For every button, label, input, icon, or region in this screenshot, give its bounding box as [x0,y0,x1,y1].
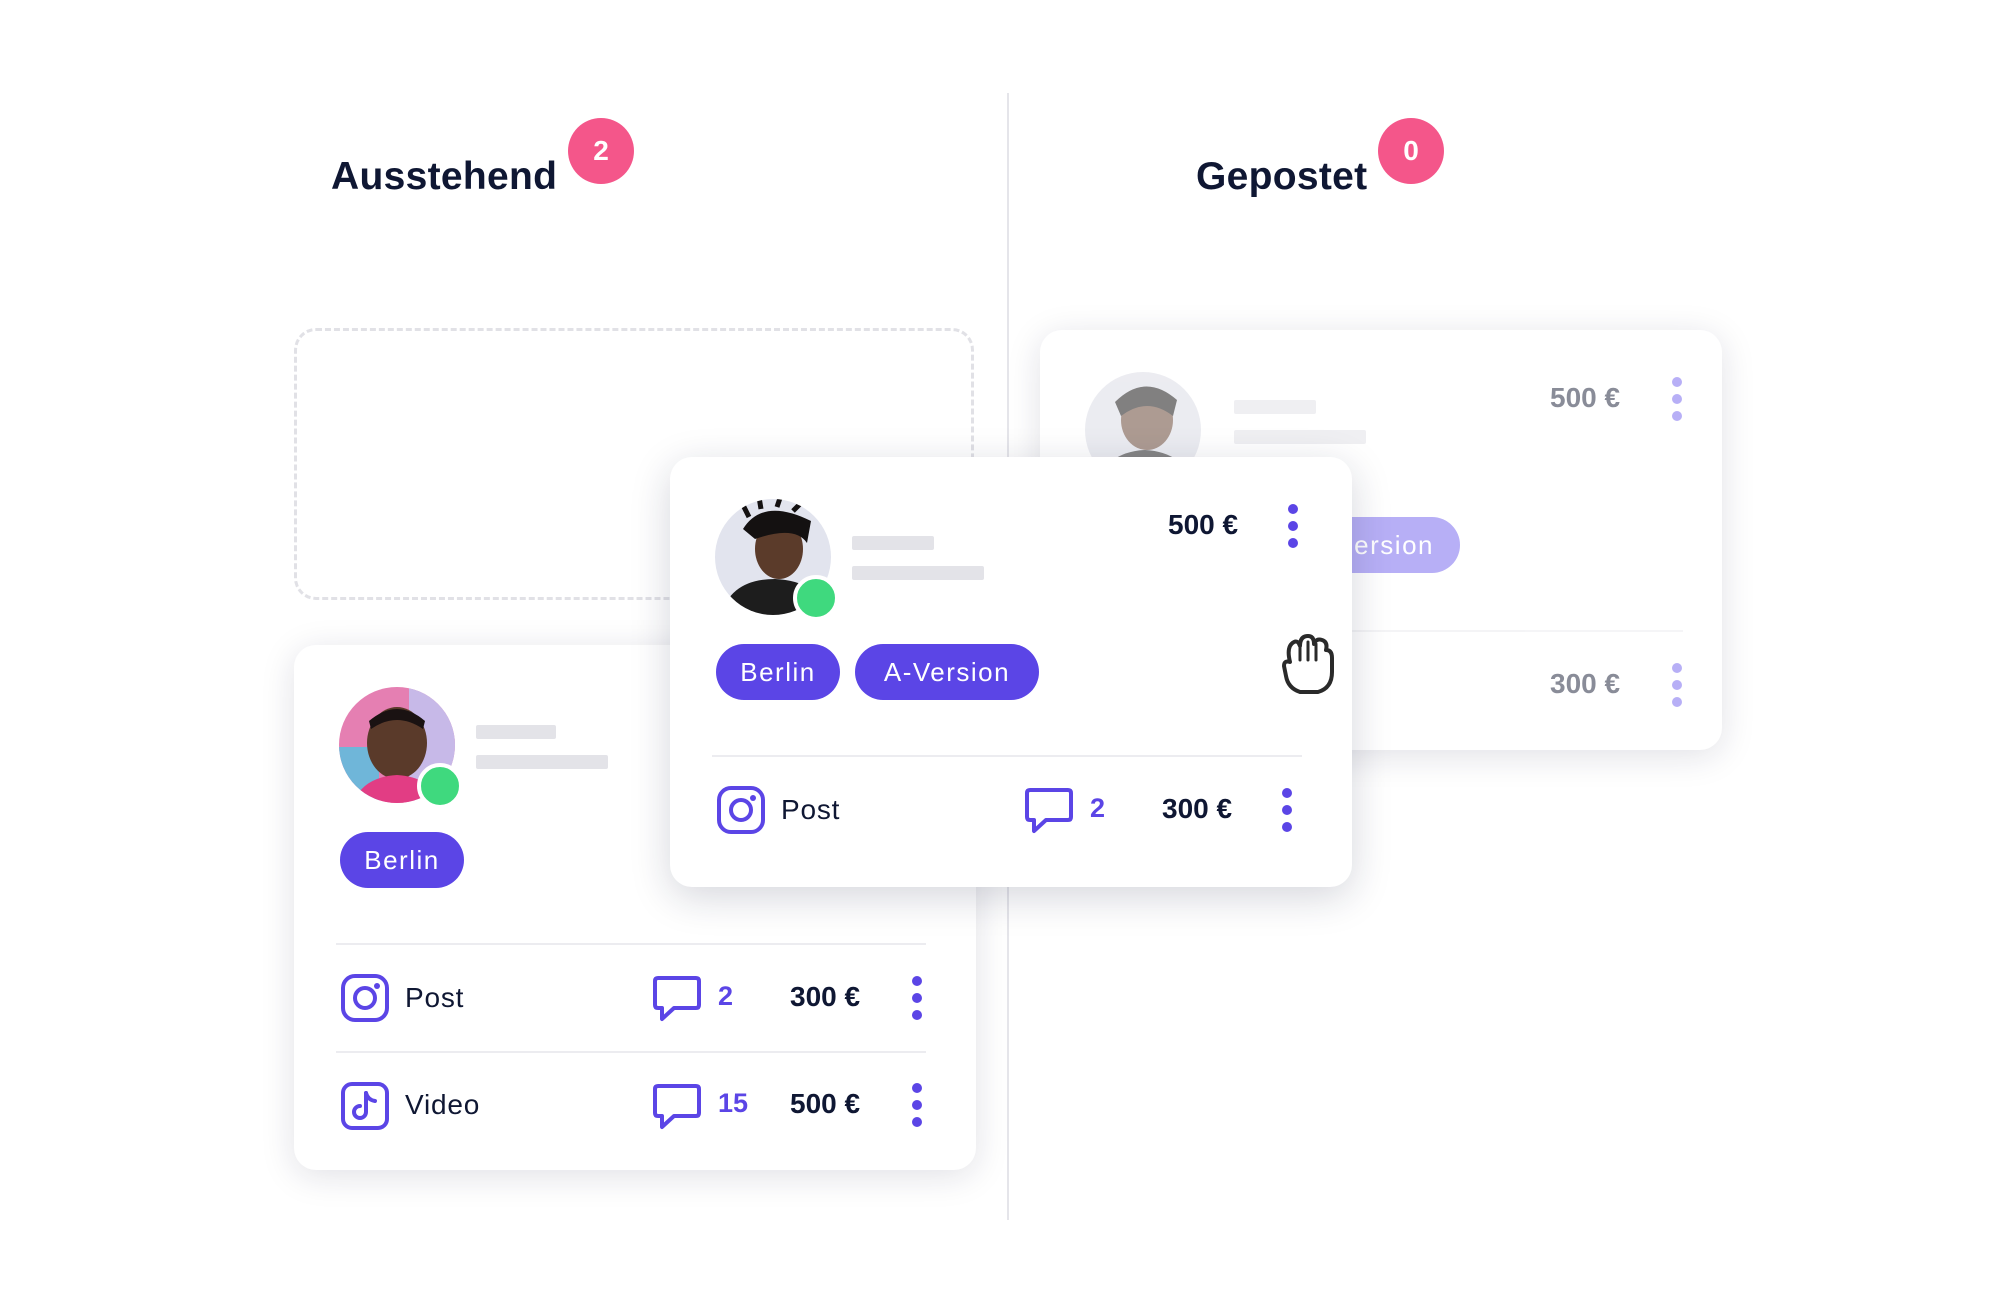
comment-icon[interactable] [652,975,702,1028]
name-placeholder [852,536,934,550]
comment-icon[interactable] [652,1083,702,1136]
card-price: 500 € [1550,382,1621,413]
row-divider [1080,630,1683,632]
row-divider [712,755,1302,757]
more-options-icon[interactable] [1672,663,1682,714]
instagram-icon [340,973,390,1028]
content-type-label: Post [405,982,465,1013]
row-price: 300 € [790,981,861,1012]
online-status-indicator [793,575,839,621]
handle-placeholder [852,566,984,580]
column-title-posted: Gepostet [1196,155,1368,198]
comment-icon[interactable] [1024,787,1074,840]
comment-count: 15 [718,1088,749,1118]
tag-berlin: Berlin [716,644,840,700]
more-options-icon[interactable] [1288,504,1298,555]
instagram-icon [716,785,766,840]
tiktok-icon [340,1081,390,1136]
comment-count: 2 [718,981,734,1011]
dragged-campaign-card[interactable]: 500 € Berlin A-Version Post 2 300 € [670,457,1352,887]
handle-placeholder [1234,430,1366,444]
name-placeholder [476,725,556,739]
more-options-icon[interactable] [912,976,922,1027]
name-placeholder [1234,400,1316,414]
content-type-label: Post [781,794,841,825]
handle-placeholder [476,755,608,769]
tag-label: ersion [1354,529,1434,560]
more-options-icon[interactable] [912,1083,922,1134]
content-type-label: Video [405,1089,481,1120]
online-status-indicator [417,763,463,809]
row-price: 300 € [1162,793,1233,824]
avatar [339,687,463,809]
tag-a-version: A-Version [855,644,1039,700]
row-divider [336,1051,926,1053]
tag-berlin: Berlin [340,832,464,888]
grab-cursor-icon [1276,632,1340,703]
more-options-icon[interactable] [1282,788,1292,839]
comment-count: 2 [1090,793,1106,823]
more-options-icon[interactable] [1672,377,1682,428]
row-price: 300 € [1550,668,1621,699]
row-price: 500 € [790,1088,861,1119]
row-divider [336,943,926,945]
column-title-pending: Ausstehend [331,155,558,198]
posted-count-badge: 0 [1378,118,1444,184]
avatar [715,499,839,621]
card-price: 500 € [1168,509,1239,540]
pending-count-badge: 2 [568,118,634,184]
